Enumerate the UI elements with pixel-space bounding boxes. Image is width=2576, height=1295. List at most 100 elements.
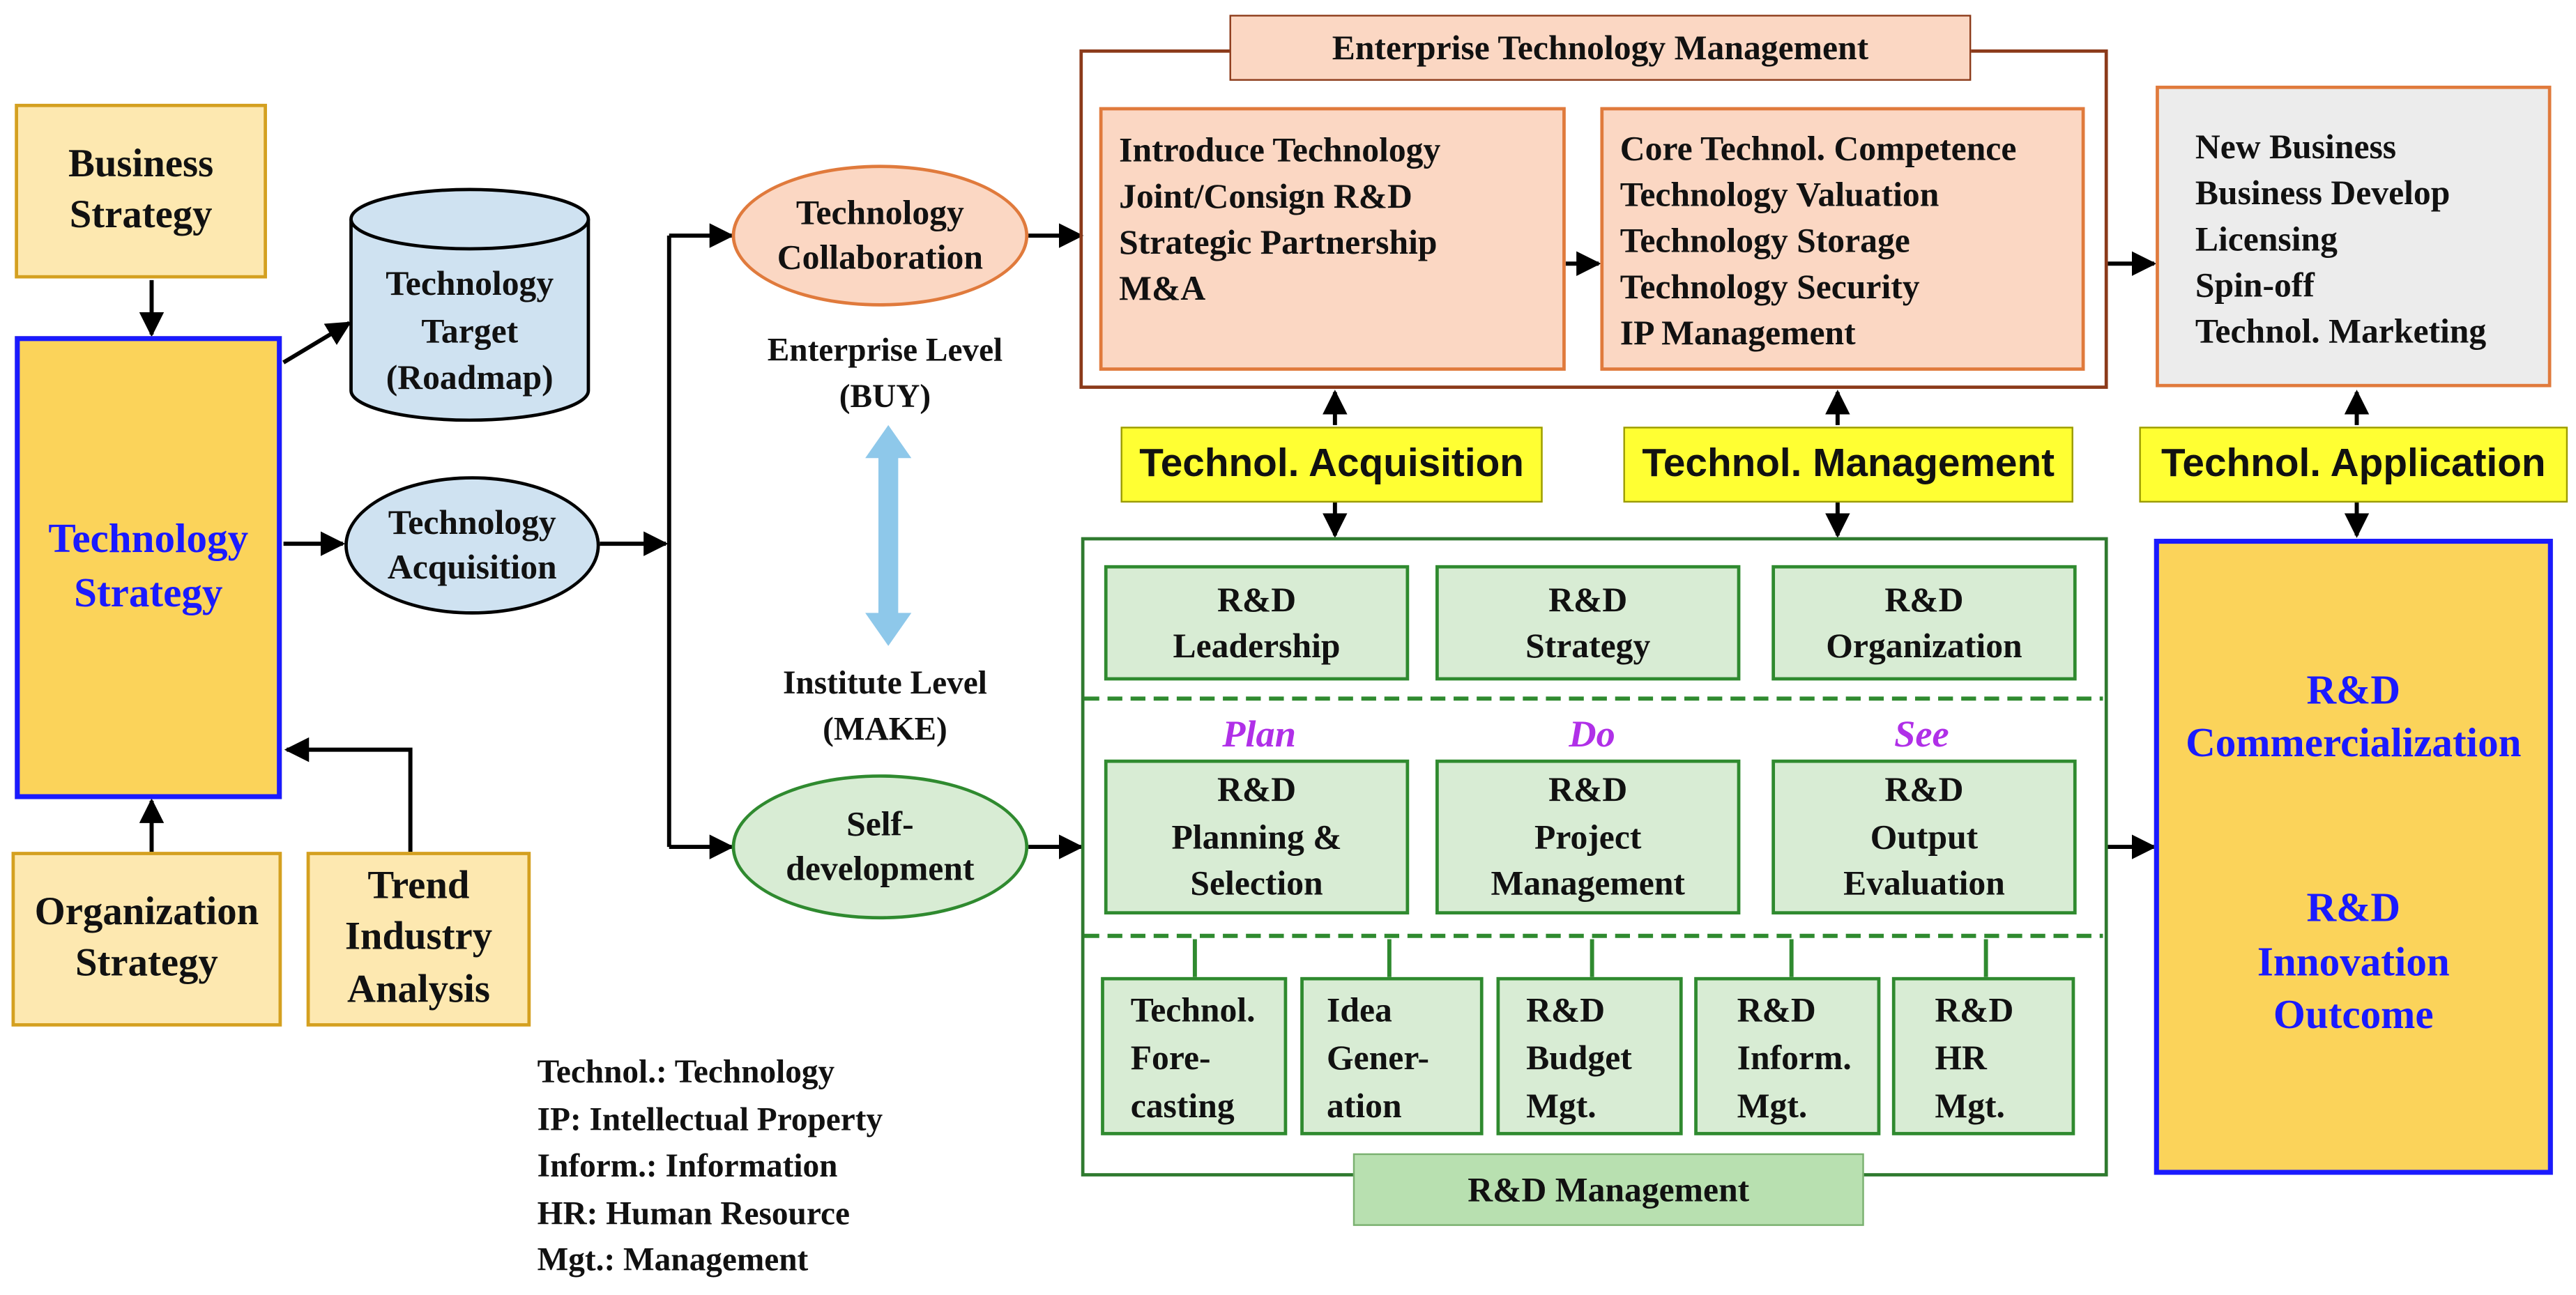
- rnd-outcome-box: R&D Commercialization R&D Innovation Out…: [2154, 539, 2553, 1175]
- trend-industry-line: Analysis: [346, 968, 490, 1011]
- rnd-management-title: R&D Management: [1352, 1153, 1864, 1226]
- rnd-box-line: R&D: [1526, 990, 1606, 1030]
- technol-management-label: Technol. Management: [1623, 427, 2073, 503]
- abbreviation-item: Inform.: Information: [537, 1148, 838, 1185]
- rnd-box-line: HR: [1935, 1038, 1987, 1078]
- phase-text: Do: [1569, 713, 1615, 755]
- rnd-box-line: R&D: [1935, 990, 2014, 1030]
- application-item: Technol. Marketing: [2195, 311, 2487, 351]
- technology-collaboration-line: Technology: [795, 192, 964, 232]
- technology-competence-box: Core Technol. Competence Technology Valu…: [1600, 107, 2085, 371]
- rnd-strategy-box: R&D Strategy: [1435, 565, 1741, 681]
- technology-strategy-line: Strategy: [74, 571, 223, 615]
- phase-do-label: Do: [1513, 710, 1671, 760]
- outcome-line: R&D: [2306, 668, 2401, 713]
- innovation-outcome-text: R&D Innovation Outcome: [2159, 882, 2548, 1046]
- sourcing-item: Strategic Partnership: [1119, 222, 1438, 262]
- rnd-evaluation-box: R&D Output Evaluation: [1771, 759, 2077, 915]
- abbreviation-item: Mgt.: Management: [537, 1242, 809, 1279]
- rnd-box-line: Idea: [1327, 990, 1392, 1030]
- rnd-box-line: Leadership: [1173, 626, 1341, 666]
- rnd-box-line: Mgt.: [1526, 1085, 1596, 1126]
- rnd-planning-box: R&D Planning & Selection: [1104, 759, 1410, 915]
- rnd-box-line: Output: [1870, 817, 1979, 857]
- abbreviation-item: IP: Intellectual Property: [537, 1101, 883, 1138]
- rnd-box-line: R&D: [1217, 770, 1297, 810]
- rnd-box-line: Management: [1491, 864, 1685, 903]
- rnd-box-line: casting: [1130, 1085, 1235, 1126]
- label-text: Technol. Management: [1642, 441, 2055, 486]
- outcome-line: Innovation: [2257, 940, 2450, 986]
- rnd-box-line: Budget: [1526, 1038, 1632, 1078]
- phase-see-label: See: [1843, 710, 2001, 760]
- commercialization-text: R&D Commercialization: [2159, 659, 2548, 778]
- technology-target-text: Technology Target (Roadmap): [348, 252, 592, 411]
- rnd-organization-box: R&D Organization: [1771, 565, 2077, 681]
- label-text: Technol. Acquisition: [1139, 441, 1524, 486]
- competence-item: IP Management: [1619, 313, 1856, 353]
- technology-target-cylinder: Technology Target (Roadmap): [348, 186, 592, 423]
- technology-acquisition-line: Acquisition: [387, 546, 557, 587]
- outcome-line: Commercialization: [2186, 721, 2522, 767]
- rnd-project-box: R&D Project Management: [1435, 759, 1741, 915]
- enterprise-level-line: Enterprise Level: [767, 332, 1003, 369]
- sourcing-item: Introduce Technology: [1119, 130, 1441, 170]
- rnd-box-line: Mgt.: [1935, 1085, 2005, 1126]
- buy-make-double-arrow: [865, 424, 912, 646]
- technol-forecasting-box: Technol. Fore- casting: [1101, 976, 1288, 1135]
- business-strategy-box: Business Strategy: [15, 103, 267, 279]
- rnd-title-text: R&D Management: [1468, 1169, 1750, 1209]
- technology-target-line: Target: [421, 311, 519, 351]
- trend-industry-line: Trend: [367, 865, 470, 909]
- sourcing-item: M&A: [1119, 268, 1206, 309]
- phase-plan-label: Plan: [1180, 710, 1339, 760]
- rnd-box-line: Strategy: [1525, 626, 1651, 666]
- application-item: Licensing: [2195, 219, 2338, 259]
- outcome-line: R&D: [2306, 887, 2401, 932]
- competence-item: Core Technol. Competence: [1619, 128, 2017, 169]
- technology-acquisition-ellipse: Technology Acquisition: [344, 476, 600, 615]
- rnd-box-line: R&D: [1884, 770, 1964, 810]
- rnd-budget-box: R&D Budget Mgt.: [1496, 976, 1683, 1135]
- organization-strategy-line: Organization: [34, 891, 259, 934]
- rnd-box-line: R&D: [1217, 579, 1297, 620]
- enterprise-management-title: Enterprise Technology Management: [1229, 15, 1972, 81]
- competence-item: Technology Storage: [1619, 220, 1910, 261]
- enterprise-title-text: Enterprise Technology Management: [1332, 27, 1869, 67]
- phase-text: Plan: [1222, 713, 1296, 755]
- rnd-bottom-connectors: [1192, 939, 1988, 977]
- competence-item: Technology Security: [1619, 266, 1920, 307]
- institute-level-line: (MAKE): [823, 712, 947, 749]
- arrow-trend-to-strategy: [284, 737, 413, 852]
- idea-generation-box: Idea Gener- ation: [1300, 976, 1484, 1135]
- rnd-box-line: Mgt.: [1737, 1085, 1808, 1126]
- competence-item: Technology Valuation: [1619, 174, 1939, 215]
- outcome-line: Outcome: [2273, 994, 2434, 1039]
- self-development-ellipse: Self- development: [731, 774, 1029, 920]
- rnd-box-line: Selection: [1190, 864, 1323, 903]
- technology-application-box: New Business Business Develop Licensing …: [2156, 85, 2552, 388]
- technology-target-line: Technology: [386, 264, 554, 305]
- rnd-box-line: ation: [1327, 1085, 1402, 1126]
- rnd-leadership-box: R&D Leadership: [1104, 565, 1410, 681]
- application-item: Spin-off: [2195, 265, 2315, 305]
- technol-acquisition-label: Technol. Acquisition: [1120, 427, 1543, 503]
- application-item: Business Develop: [2195, 173, 2451, 213]
- technology-sourcing-box: Introduce Technology Joint/Consign R&D S…: [1099, 107, 1566, 371]
- rnd-box-line: R&D: [1737, 990, 1816, 1030]
- sourcing-item: Joint/Consign R&D: [1119, 176, 1412, 216]
- phase-text: See: [1894, 713, 1949, 755]
- business-strategy-line: Business: [68, 143, 214, 186]
- abbreviation-item: Technol.: Technology: [537, 1054, 835, 1091]
- rnd-box-line: Technol.: [1130, 990, 1256, 1030]
- institute-level-label: Institute Level (MAKE): [709, 659, 1062, 755]
- technology-collaboration-ellipse: Technology Collaboration: [731, 164, 1029, 307]
- technology-strategy-line: Technology: [48, 517, 249, 562]
- rnd-hr-box: R&D HR Mgt.: [1891, 976, 2075, 1135]
- rnd-box-line: Gener-: [1327, 1038, 1430, 1078]
- technology-acquisition-line: Technology: [388, 502, 556, 542]
- application-item: New Business: [2195, 127, 2397, 167]
- cylinder-shape: [349, 187, 590, 422]
- arrow-strategy-to-target: [282, 321, 352, 365]
